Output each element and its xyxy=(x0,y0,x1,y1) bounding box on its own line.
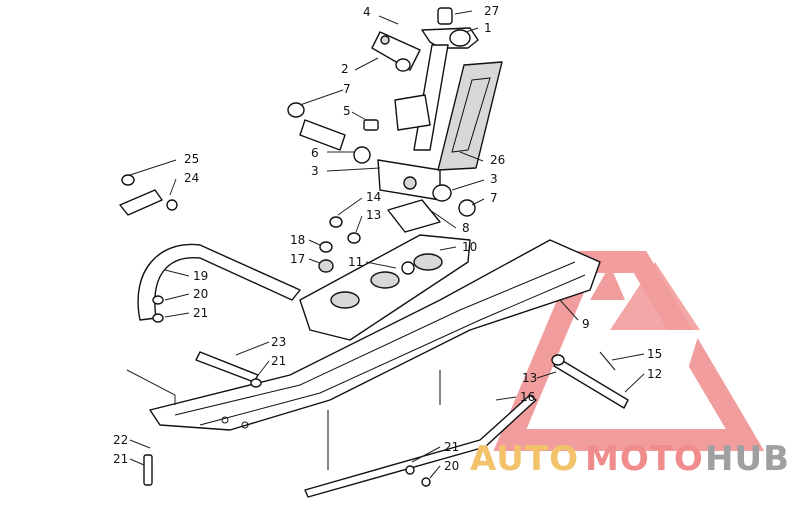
callout-25: 25 xyxy=(184,152,199,166)
watermark-hub: HUB xyxy=(705,439,790,479)
bolt-12-15 xyxy=(551,351,629,409)
callout-2: 2 xyxy=(341,62,349,76)
leader-lines xyxy=(126,10,645,479)
callout-7a: 7 xyxy=(343,82,351,96)
callout-27: 27 xyxy=(484,4,499,18)
callout-19: 19 xyxy=(193,269,208,283)
callout-4: 4 xyxy=(363,5,371,19)
bolt-24-25 xyxy=(119,174,178,216)
callout-24: 24 xyxy=(184,171,199,185)
ski-9 xyxy=(149,239,601,431)
callout-22-label: 22 xyxy=(113,433,128,447)
callout-3a: 3 xyxy=(311,164,319,178)
callout-16: 16 xyxy=(520,390,535,404)
callout-7b: 7 xyxy=(490,191,498,205)
callout-15: 15 xyxy=(647,347,662,361)
callout-26: 26 xyxy=(490,153,505,167)
callout-6: 6 xyxy=(311,146,319,160)
callout-21c: 21 xyxy=(444,440,459,454)
bolt-23 xyxy=(195,351,262,388)
callout-10: 10 xyxy=(462,240,477,254)
callout-23: 23 xyxy=(271,335,286,349)
callout-17: 17 xyxy=(290,252,305,266)
callout-20a: 20 xyxy=(193,287,208,301)
callout-8: 8 xyxy=(462,221,470,235)
watermark-text: AUTO MOTO HUB xyxy=(470,439,790,479)
callout-1: 1 xyxy=(484,21,492,35)
callout-5: 5 xyxy=(343,104,351,118)
callout-20b: 20 xyxy=(444,459,459,473)
callout-13b: 13 xyxy=(522,371,537,385)
callout-21a: 21 xyxy=(193,306,208,320)
callout-21d: 21 xyxy=(113,452,128,466)
callout-13a: 13 xyxy=(366,208,381,222)
callout-9: 9 xyxy=(582,317,590,331)
wear-bar-16 xyxy=(304,370,537,498)
watermark-moto: MOTO xyxy=(585,439,704,479)
bolt-21-22 xyxy=(143,454,153,486)
ski-saddle xyxy=(299,234,471,341)
decal-26-icon xyxy=(437,61,503,171)
callout-11: 11 xyxy=(348,255,363,269)
callout-12: 12 xyxy=(647,367,662,381)
callout-numbers: 1 27 4 2 7 5 6 3 26 25 24 14 13 3 7 8 10… xyxy=(113,4,662,473)
ski-handle-19 xyxy=(137,243,301,323)
watermark-auto: AUTO xyxy=(470,439,579,479)
callout-18: 18 xyxy=(290,233,305,247)
callout-3b: 3 xyxy=(490,172,498,186)
callout-14: 14 xyxy=(366,190,381,204)
watermark-logo-icon xyxy=(493,251,765,451)
callout-21b: 21 xyxy=(271,354,286,368)
steering-post xyxy=(287,7,503,233)
hardware-13-14-17-18 xyxy=(318,216,361,273)
